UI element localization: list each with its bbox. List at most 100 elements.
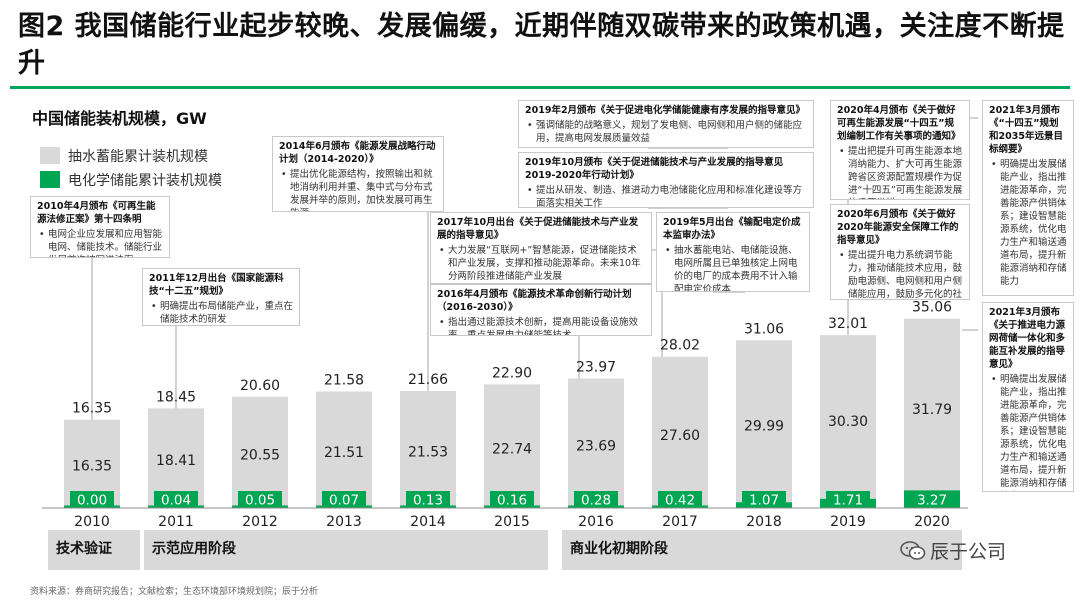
label-chem-2018: 1.07: [749, 493, 779, 509]
tick-label-2020: 2020: [914, 514, 950, 530]
legend-item-pumped: 抽水蓄能累计装机规模: [40, 146, 208, 166]
tick-label-2014: 2014: [410, 514, 446, 530]
note-bullet: 提出把提升可再生能源本地消纳能力、扩大可再生能源跨省区资源配置规模作为促进“十四…: [837, 145, 963, 199]
chart-title: 中国储能装机规模，GW: [32, 109, 207, 128]
label-total-2010: 16.35: [72, 401, 112, 417]
tick-label-2015: 2015: [494, 514, 530, 530]
label-chem-2015: 0.16: [497, 493, 527, 509]
note-bullet: 明确提出发展储能产业，指出推进能源革命，完善能源产供销体系；建设智慧能源系统，优…: [989, 158, 1067, 288]
tick-label-2013: 2013: [326, 514, 362, 530]
label-total-2012: 20.60: [240, 378, 280, 394]
bar-pumped-2012: [232, 396, 288, 506]
label-pumped-2018: 29.99: [744, 418, 784, 434]
tick-label-2019: 2019: [830, 514, 866, 530]
note-bullet: 指出通过能源技术创新，提高用能设备设施效率，重点发展电力储能等技术: [437, 316, 645, 335]
bar-pumped-2015: [484, 384, 540, 506]
source-note: 资料来源：券商研究报告；文献检索；生态环境部环境规划院；辰于分析: [30, 587, 319, 597]
label-chem-2013: 0.07: [329, 493, 359, 509]
label-chem-bg-2017: [658, 491, 702, 508]
brand-logo: 辰于公司: [900, 537, 1006, 564]
policy-note-2017-oct: 2017年10月出台《关于促进储能技术与产业发展的指导意见》 大力发展“互联网+…: [430, 212, 652, 284]
note-title: 2014年6月颁布《能源发展战略行动计划（2014-2020）》: [279, 141, 436, 165]
page-title: 图2 我国储能行业起步较晚、发展偏缓，近期伴随双碳带来的政策机遇，关注度不断提升: [18, 11, 1065, 79]
note-title: 2019年10月颁布《关于促进储能技术与产业发展的指导意见2019-2020年行…: [525, 157, 784, 181]
note-bullet: 提出优化能源结构，按照输出和就地消纳利用并重、集中式与分布式发展并举的原则，加快…: [279, 168, 437, 211]
note-title: 2016年4月颁布《能源技术革命创新行动计划（2016-2030）》: [437, 289, 632, 313]
phase-demonstration: 示范应用阶段: [144, 530, 548, 570]
label-chem-bg-2014: [406, 491, 450, 508]
note-bullet: 明确提出布局储能产业，重点在储能技术的研发: [149, 300, 293, 325]
label-chem-bg-2015: [490, 491, 534, 508]
note-title: 2020年4月颁布《关于做好可再生能源发展“十四五”规划编制工作有关事项的通知》: [837, 105, 961, 142]
note-bullet: 电网企业应发展和应用智能电网、储能技术。储能行业发展首次被写进法案: [37, 228, 163, 257]
policy-note-2019-oct: 2019年10月颁布《关于促进储能技术与产业发展的指导意见2019-2020年行…: [518, 152, 814, 208]
policy-note-2019-may: 2019年5月出台《输配电定价成本监审办法》 抽水蓄能电站、电储能设施、电网所属…: [656, 212, 810, 292]
note-bullet: 抽水蓄能电站、电储能设施、电网所属且已单独核定上网电价的电厂的成本费用不计入输配…: [663, 244, 803, 291]
label-chem-2017: 0.42: [665, 493, 695, 509]
policy-note-2011: 2011年12月出台《国家能源科技“十二五”规划》 明确提出布局储能产业，重点在…: [142, 268, 300, 326]
label-pumped-2017: 27.60: [660, 428, 700, 444]
label-pumped-2019: 30.30: [828, 414, 868, 430]
label-chem-bg-2016: [574, 491, 618, 508]
legend-label-chem: 电化学储能累计装机规模: [68, 173, 222, 189]
label-total-2015: 22.90: [492, 365, 532, 381]
label-total-2013: 21.58: [324, 372, 364, 388]
label-chem-bg-2011: [154, 491, 198, 508]
note-bullet: 提出从研发、制造、推进动力电池储能化应用和标准化建设等方面落实相关工作: [525, 184, 807, 207]
tick-label-2010: 2010: [74, 514, 110, 530]
policy-note-2021-mar-b: 2021年3月颁布《关于推进电力源网荷储一体化和多能互补发展的指导意见》 明确提…: [982, 302, 1074, 492]
note-title: 2011年12月出台《国家能源科技“十二五”规划》: [149, 273, 284, 297]
note-title: 2017年10月出台《关于促进储能技术与产业发展的指导意见》: [437, 217, 639, 241]
bar-pumped-2013: [316, 391, 372, 506]
bar-pumped-2014: [400, 391, 456, 506]
note-title: 2021年3月颁布《“十四五”规划和2035年远景目标纲要》: [989, 105, 1063, 155]
bar-pumped-2020: [904, 318, 960, 491]
label-total-2011: 18.45: [156, 389, 196, 405]
label-chem-2019: 1.71: [833, 493, 863, 509]
label-chem-bg-2019: [826, 491, 870, 508]
note-title: 2019年2月颁布《关于促进电化学储能健康有序发展的指导意见》: [525, 105, 806, 116]
label-total-2020: 35.06: [912, 300, 952, 316]
label-total-2019: 32.01: [828, 316, 868, 332]
label-chem-bg-2018: [742, 491, 786, 508]
label-pumped-2012: 20.55: [240, 447, 280, 463]
label-pumped-2014: 21.53: [408, 445, 448, 461]
note-bullet: 明确提出发展储能产业，指出推进能源革命，完善能源产供销体系；建设智慧能源系统，优…: [989, 373, 1067, 491]
label-pumped-2011: 18.41: [156, 453, 196, 469]
bar-pumped-2019: [820, 335, 876, 499]
note-bullet: 提出提升电力系统调节能力，推动储能技术应用，鼓励电源侧、电网侧和用户侧储能应用，…: [837, 249, 963, 299]
bar-pumped-2016: [568, 378, 624, 506]
note-bullet: 大力发展“互联网+”智慧能源，促进储能技术和产业发展，支撑和推动能源革命。未来1…: [437, 244, 645, 283]
label-chem-2012: 0.05: [245, 493, 275, 509]
label-chem-2011: 0.04: [161, 493, 191, 509]
label-total-2016: 23.97: [576, 360, 616, 376]
legend-item-chem: 电化学储能累计装机规模: [40, 170, 222, 190]
phase-early-commercial: 商业化初期阶段: [562, 530, 962, 570]
label-chem-2010: 0.00: [77, 493, 107, 509]
bar-pumped-2018: [736, 340, 792, 503]
label-chem-2020: 3.27: [917, 493, 947, 509]
label-pumped-2016: 23.69: [576, 439, 616, 455]
policy-note-2014: 2014年6月颁布《能源发展战略行动计划（2014-2020）》 提出优化能源结…: [272, 136, 444, 212]
brand-name: 辰于公司: [930, 541, 1007, 563]
legend-swatch-chem: [40, 171, 60, 188]
note-bullet: 强调储能的战略意义，规划了发电侧、电网侧和用户侧的储能应用，提高电网发展质量效益: [525, 119, 807, 145]
tick-label-2016: 2016: [578, 514, 614, 530]
bar-pumped-2017: [652, 356, 708, 506]
label-pumped-2015: 22.74: [492, 441, 532, 457]
tick-label-2017: 2017: [662, 514, 698, 530]
policy-note-2020-apr: 2020年4月颁布《关于做好可再生能源发展“十四五”规划编制工作有关事项的通知》…: [830, 100, 970, 200]
note-title: 2019年5月出台《输配电定价成本监审办法》: [663, 217, 801, 241]
label-pumped-2010: 16.35: [72, 458, 112, 474]
label-chem-2014: 0.13: [413, 493, 443, 509]
label-pumped-2013: 21.51: [324, 445, 364, 461]
policy-note-2020-jun: 2020年6月颁布《关于做好2020年能源安全保障工作的指导意见》 提出提升电力…: [830, 204, 970, 300]
phase-tech-validation: 技术验证: [48, 530, 140, 570]
label-chem-bg-2013: [322, 491, 366, 508]
policy-note-2021-mar-a: 2021年3月颁布《“十四五”规划和2035年远景目标纲要》 明确提出发展储能产…: [982, 100, 1074, 296]
bar-pumped-2011: [148, 408, 204, 506]
label-total-2017: 28.02: [660, 338, 700, 354]
tick-label-2018: 2018: [746, 514, 782, 530]
label-pumped-2020: 31.79: [912, 402, 952, 418]
label-chem-bg-2010: [70, 491, 114, 508]
